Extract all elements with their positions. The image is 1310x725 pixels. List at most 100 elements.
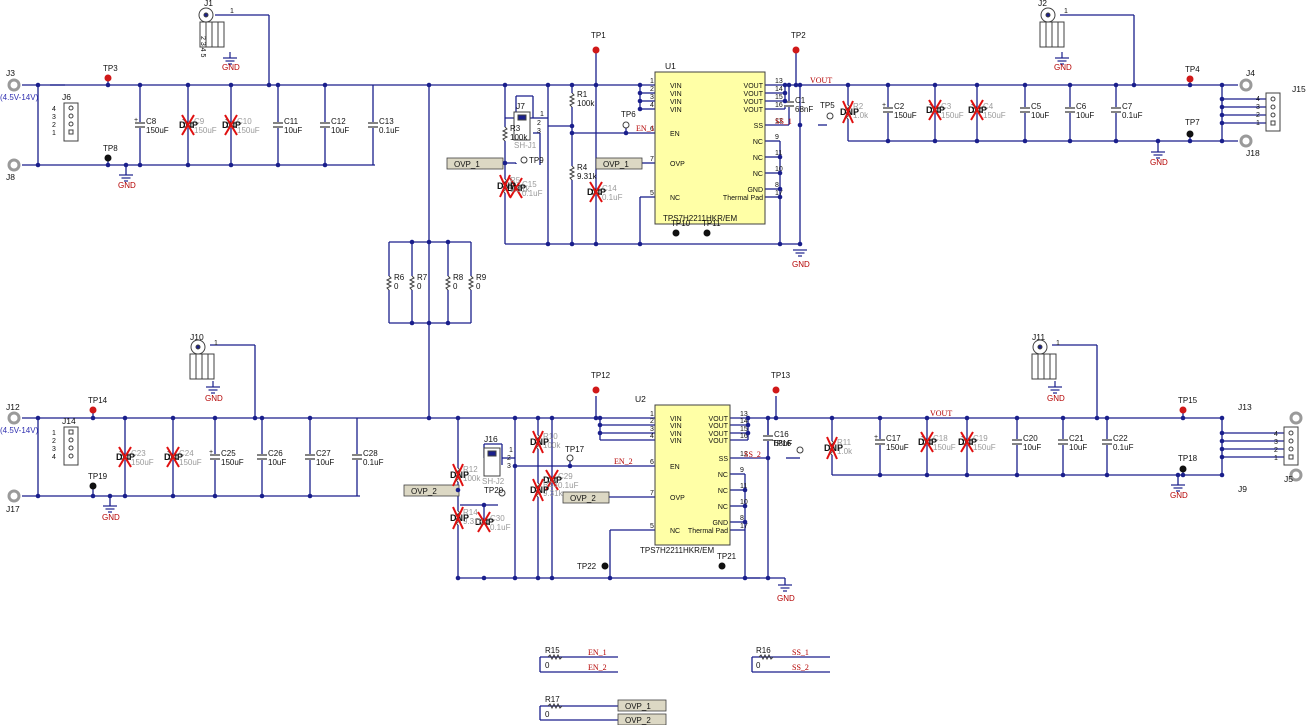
sma-connector-j11[interactable]	[1031, 339, 1057, 380]
resistor-r4[interactable]: R49.31k	[568, 163, 598, 181]
ic-pin-name: VIN	[670, 107, 682, 114]
testpoint-tp18[interactable]: TP18	[1178, 454, 1198, 473]
wire-junction	[1022, 138, 1028, 144]
testpoint-tp12[interactable]: TP12	[591, 371, 611, 394]
wire-junction	[885, 138, 891, 144]
banana-jacks[interactable]	[7, 78, 1303, 503]
testpoint-tp3[interactable]: TP3	[103, 64, 118, 82]
capacitor-c18[interactable]: +C18150uFDNP	[918, 431, 956, 453]
capacitor-ref: C24	[179, 449, 194, 458]
net-label-en1: EN_1	[588, 648, 607, 657]
capacitor-c24[interactable]: +C24150uFDNP	[164, 446, 202, 468]
testpoint-tp17[interactable]: TP17	[565, 445, 585, 462]
testpoint-tp20[interactable]: TP20	[484, 486, 506, 497]
wire-junction	[512, 463, 518, 469]
testpoint-tp2[interactable]: TP2	[791, 31, 806, 54]
sma-connector-j1[interactable]	[198, 7, 225, 48]
resistor-r9[interactable]: R90	[467, 273, 487, 291]
capacitor-c3[interactable]: +C3150uFDNP	[926, 99, 964, 121]
capacitor-c19[interactable]: +C19150uFDNP	[958, 431, 996, 453]
testpoint-tp8[interactable]: TP8	[103, 144, 118, 162]
ic-pin-name: NC	[753, 155, 763, 162]
capacitor-c23[interactable]: +C23150uFDNP	[116, 446, 154, 468]
sma-connector-j10[interactable]	[189, 339, 215, 380]
testpoint-tp13[interactable]: TP13	[771, 371, 791, 394]
resistor-r7[interactable]: R70	[408, 273, 428, 291]
testpoint-tp16[interactable]: TP16	[772, 439, 804, 454]
testpoint-tp14[interactable]: TP14	[88, 396, 108, 414]
ic-u1[interactable]: U1 TPS7H2211HKR/EM	[654, 61, 766, 225]
ic-u2[interactable]: U2 TPS7H2211HKR/EM	[635, 394, 731, 555]
testpoint-tp19[interactable]: TP19	[88, 472, 108, 490]
header-j5[interactable]	[1283, 426, 1299, 466]
capacitor-c7[interactable]: C70.1uF	[1111, 102, 1143, 120]
wire-junction	[964, 472, 970, 478]
capacitor-c9[interactable]: +C9150uFDNP	[179, 114, 217, 136]
ic-pin-number: 7	[650, 156, 654, 163]
testpoint-tp6[interactable]: TP6	[621, 110, 636, 129]
testpoint-tp22[interactable]: TP22	[577, 562, 609, 571]
testpoint-tp4[interactable]: TP4	[1185, 65, 1200, 83]
testpoint-tp10[interactable]: TP10	[671, 219, 691, 237]
resistor-ref: R17	[545, 695, 560, 704]
sma-connector-j2[interactable]	[1039, 7, 1065, 48]
header-j6[interactable]	[63, 102, 79, 142]
testpoint-tp9[interactable]: TP9	[520, 156, 544, 165]
testpoint-tp7[interactable]: TP7	[1185, 118, 1200, 138]
jumper-j16[interactable]	[483, 447, 501, 477]
resistor-r6[interactable]: R60	[385, 273, 405, 291]
capacitor-c4[interactable]: +C4150uFDNP	[968, 99, 1006, 121]
wire-junction	[637, 90, 643, 96]
wire-junction	[1187, 138, 1193, 144]
header-j14[interactable]	[63, 426, 79, 466]
wire-junction	[1219, 138, 1225, 144]
wire-junction	[786, 82, 792, 88]
wire-junction	[1219, 104, 1225, 110]
header-j15[interactable]	[1265, 92, 1281, 132]
testpoint-tp21[interactable]: TP21	[717, 552, 737, 570]
resistor-r8[interactable]: R80	[444, 273, 464, 291]
capacitor-c10[interactable]: +C10150uFDNP	[222, 114, 260, 136]
testpoint-tp11[interactable]: TP11	[702, 219, 721, 237]
resistor-value: 9.31k	[463, 517, 484, 526]
testpoint-tp1[interactable]: TP1	[591, 31, 606, 54]
testpoint-tp15[interactable]: TP15	[1178, 396, 1198, 414]
testpoint-tp5[interactable]: TP5	[820, 101, 835, 120]
ic-pin-name: VOUT	[709, 438, 729, 445]
shunt-sh-j1: SH-J1	[514, 141, 537, 150]
capacitor-value: 0.1uF	[363, 458, 384, 467]
jumper-j7[interactable]	[513, 111, 531, 141]
